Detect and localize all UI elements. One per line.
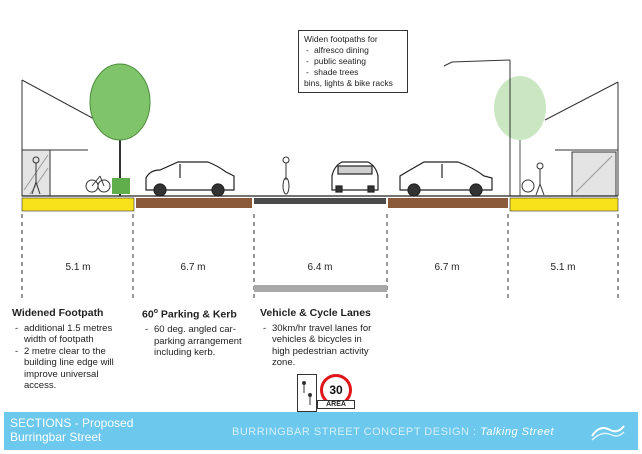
parked-car-left: [145, 161, 235, 197]
footer-banner: SECTIONS - Proposed Burringbar Street BU…: [4, 412, 638, 450]
vehicle-lane-highlight: [254, 285, 387, 292]
width-footpath-right: 5.1 m: [550, 262, 576, 273]
footer-title-line2: Burringbar Street: [10, 430, 102, 444]
section-title: Widened Footpath: [12, 307, 104, 319]
footer-project-title: BURRINGBAR STREET CONCEPT DESIGN : Talki…: [232, 426, 554, 438]
street-light: [443, 59, 511, 196]
width-footpath-left: 5.1 m: [65, 262, 91, 273]
callout-item: public seating: [306, 56, 402, 67]
section-title: Vehicle & Cycle Lanes: [260, 307, 371, 319]
callout-title: Widen footpaths for: [304, 34, 378, 44]
parking-left-strip: [136, 198, 252, 208]
section-parking-kerb: 60o Parking & Kerb 60 deg. angled car-pa…: [142, 306, 248, 359]
section-widened-footpath: Widened Footpath additional 1.5 metres w…: [12, 307, 130, 392]
shared-zone-sign-icon: [297, 374, 317, 412]
right-building: [544, 81, 619, 197]
section-vehicle-cycle-lanes: Vehicle & Cycle Lanes 30km/hr travel lan…: [260, 307, 382, 369]
parking-right-strip: [388, 198, 508, 208]
section-title: 60o Parking & Kerb: [142, 306, 248, 321]
title-text: Parking & Kerb: [157, 308, 237, 321]
road-strip: [254, 198, 386, 204]
footpath-right-strip: [509, 197, 619, 212]
dimension-lines: [21, 214, 619, 300]
council-logo-icon: [590, 420, 626, 447]
right-tree: [494, 76, 546, 196]
left-tree: [89, 63, 151, 196]
travel-car: [331, 161, 379, 193]
title-degree: o: [153, 308, 158, 315]
section-item: additional 1.5 metres width of footpath: [15, 323, 130, 346]
title-angle: 60: [142, 308, 154, 321]
footer-project-tag: Talking Street: [480, 426, 554, 438]
section-item: 30km/hr travel lanes for vehicles & bicy…: [263, 323, 382, 369]
callout-item: alfresco dining: [306, 45, 402, 56]
speed-area-label: AREA: [317, 400, 355, 409]
width-parking-left: 6.7 m: [180, 262, 206, 273]
section-item: 2 metre clear to the building line edge …: [15, 346, 130, 392]
parked-car-right: [399, 161, 493, 197]
width-parking-right: 6.7 m: [434, 262, 460, 273]
width-road: 6.4 m: [307, 262, 333, 273]
left-building: [21, 79, 97, 197]
callout-last-line: bins, lights & bike racks: [304, 78, 393, 88]
widen-footpaths-callout: Widen footpaths for alfresco dining publ…: [298, 30, 408, 93]
pedestrians: [31, 156, 545, 196]
section-item: 60 deg. angled car-parking arrangement i…: [145, 324, 248, 359]
footer-project-name: BURRINGBAR STREET CONCEPT DESIGN :: [232, 426, 481, 438]
footer-title-line1: SECTIONS - Proposed: [10, 416, 134, 430]
callout-item: shade trees: [306, 67, 402, 78]
footpath-left-strip: [21, 197, 135, 212]
footer-title: SECTIONS - Proposed Burringbar Street: [10, 416, 133, 444]
